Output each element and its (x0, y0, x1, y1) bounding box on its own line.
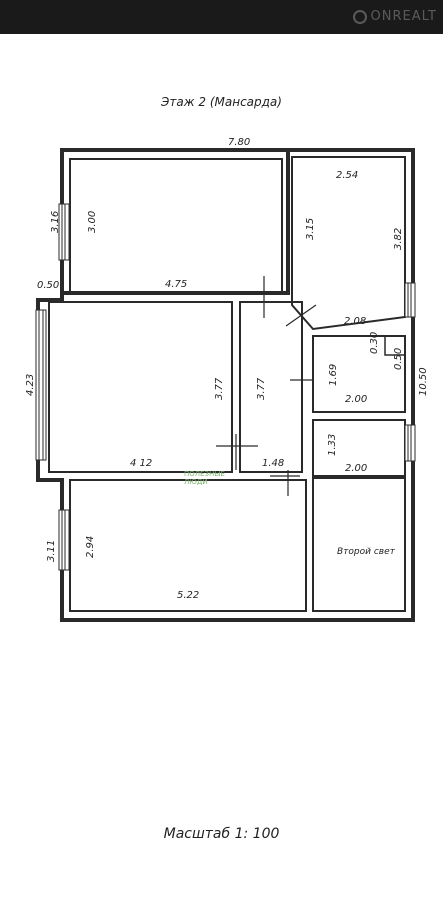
dim-wc-w: 2.00 (345, 463, 367, 474)
dim-left-room-w: 4 12 (130, 458, 152, 469)
top-bar: ONREALT (0, 0, 443, 34)
onrealt-logo-icon (352, 9, 367, 24)
dim-tl-width: 4.75 (165, 279, 187, 290)
watermark-line-1: ПОЛЕЗНЫЕ (184, 470, 225, 478)
dim-total-width: 7.80 (228, 137, 250, 148)
logo-text: ONREALT (370, 9, 437, 24)
dim-tr-top: 2.54 (336, 170, 358, 181)
dim-tr-left: 3.15 (305, 218, 316, 240)
window-left (35, 309, 47, 461)
plan-title: Этаж 2 (Мансарда) (161, 95, 282, 109)
dim-tl-height: 3.00 (87, 211, 98, 233)
dim-tr-bottom: 2.08 (344, 316, 366, 327)
room-top-right (291, 156, 406, 331)
watermark: ПОЛЕЗНЫЕ ЛЮДИ (184, 470, 225, 486)
watermark-line-2: ЛЮДИ (184, 478, 208, 486)
door-mark-3 (285, 304, 317, 327)
dim-hall-w: 1.48 (262, 458, 284, 469)
dim-tr-right: 3.82 (393, 228, 404, 250)
label-second-light: Второй свет (337, 547, 396, 557)
dim-bl-window: 3.11 (46, 540, 57, 562)
onrealt-logo: ONREALT (352, 9, 438, 24)
dim-left-room-h: 3.77 (214, 377, 225, 400)
dim-hall-h: 3.77 (256, 377, 267, 400)
room-bottom-left (69, 479, 307, 612)
plan-scale: Масштаб 1: 100 (163, 826, 280, 842)
dim-tl-window: 3.16 (50, 211, 61, 233)
dim-wc-h: 1.33 (327, 434, 338, 456)
window-right-mid (404, 424, 416, 462)
dim-bath-notch-h: 0.50 (393, 348, 404, 370)
dim-bath-h: 1.69 (328, 364, 339, 386)
room-bath (312, 335, 406, 413)
bath-notch (384, 336, 405, 356)
dim-bath-notch-v: 0.30 (369, 332, 380, 354)
window-right-top (404, 282, 416, 318)
dim-bath-w: 2.00 (345, 394, 367, 405)
dim-total-height: 10.50 (418, 367, 429, 396)
room-top-left (69, 158, 283, 293)
window-top-left (58, 203, 70, 261)
dim-bl-height: 2.94 (85, 536, 96, 558)
dim-step: 0.50 (37, 280, 59, 291)
dim-bl-width: 5.22 (177, 590, 199, 601)
room-hall (239, 301, 303, 473)
room-second-light (312, 477, 406, 612)
dim-left-window: 4.23 (25, 374, 36, 396)
window-bottom-left (58, 509, 70, 571)
room-left (48, 301, 233, 473)
